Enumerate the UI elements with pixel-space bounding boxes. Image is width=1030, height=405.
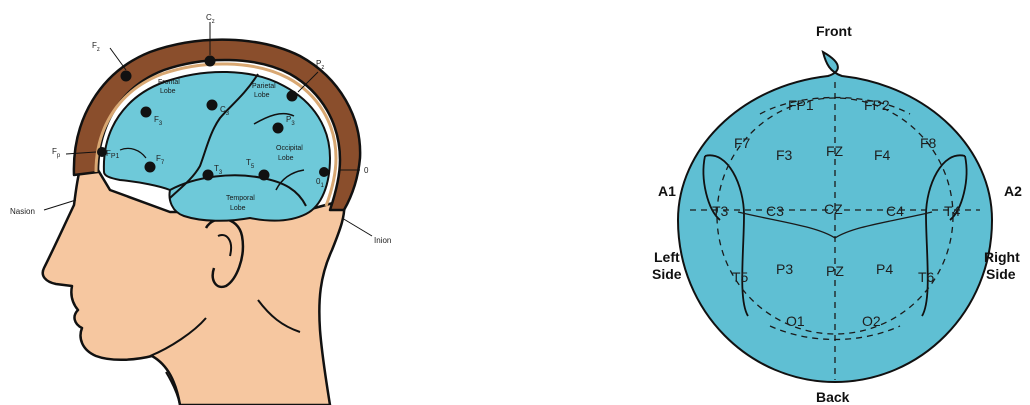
electrode-dot-fz [121, 71, 132, 82]
electrode-pz: PZ [826, 263, 844, 279]
electrode-f4: F4 [874, 147, 891, 163]
label-front: Front [816, 23, 852, 39]
label-left-side-2: Side [652, 266, 682, 282]
electrode-dot-t5 [259, 170, 270, 181]
electrode-dot-pz [287, 91, 298, 102]
landmark-nasion: Nasion [10, 207, 35, 216]
electrode-t5: T5 [732, 269, 749, 285]
electrode-dot-cz [205, 56, 216, 67]
lobe-frontal-2: Lobe [160, 88, 176, 95]
label-o: 0 [364, 166, 369, 175]
lobe-occipital-2: Lobe [278, 155, 294, 162]
electrode-dot-f3 [141, 107, 152, 118]
electrode-fp2: FP2 [864, 97, 890, 113]
lobe-parietal-2: Lobe [254, 92, 270, 99]
electrode-fp1: FP1 [788, 97, 814, 113]
label-right-side-1: Right [984, 249, 1020, 265]
label-a1: A1 [658, 183, 676, 199]
lobe-temporal-2: Lobe [230, 205, 246, 212]
electrode-dot-o1 [319, 167, 329, 177]
label-left-side-1: Left [654, 249, 680, 265]
label-right-side-2: Side [986, 266, 1016, 282]
lobe-frontal: Frontal [158, 79, 180, 86]
lobe-parietal: Parietal [252, 83, 276, 90]
electrode-f8: F8 [920, 135, 937, 151]
lobe-temporal: Temporal [226, 195, 255, 202]
side-view-head: Cz Fz Pz Fp FP1 F3 C3 P3 F7 T3 T5 01 0 F… [10, 13, 391, 405]
electrode-f7: F7 [734, 135, 751, 151]
electrode-dot-c3 [207, 100, 218, 111]
landmark-inion: Inion [374, 236, 391, 245]
electrode-dot-p3 [273, 123, 284, 134]
electrode-f3: F3 [776, 147, 793, 163]
electrode-o1: O1 [786, 313, 805, 329]
electrode-c3: C3 [766, 203, 784, 219]
electrode-p3: P3 [776, 261, 793, 277]
electrode-cz: CZ [824, 201, 843, 217]
top-view-head: Front Back A1 A2 Left Side Right Side FP… [652, 23, 1022, 405]
label-fp: Fp [52, 147, 61, 159]
electrode-t4: T4 [944, 203, 961, 219]
electrode-dot-f7 [145, 162, 156, 173]
label-a2: A2 [1004, 183, 1022, 199]
electrode-dot-t3 [203, 170, 214, 181]
electrode-c4: C4 [886, 203, 904, 219]
electrode-p4: P4 [876, 261, 893, 277]
label-back: Back [816, 389, 850, 405]
electrode-t6: T6 [918, 269, 935, 285]
electrode-t3: T3 [712, 203, 729, 219]
lobe-occipital: Occipital [276, 145, 303, 152]
electrode-o2: O2 [862, 313, 881, 329]
label-fz: Fz [92, 41, 100, 53]
electrode-fz: FZ [826, 143, 844, 159]
